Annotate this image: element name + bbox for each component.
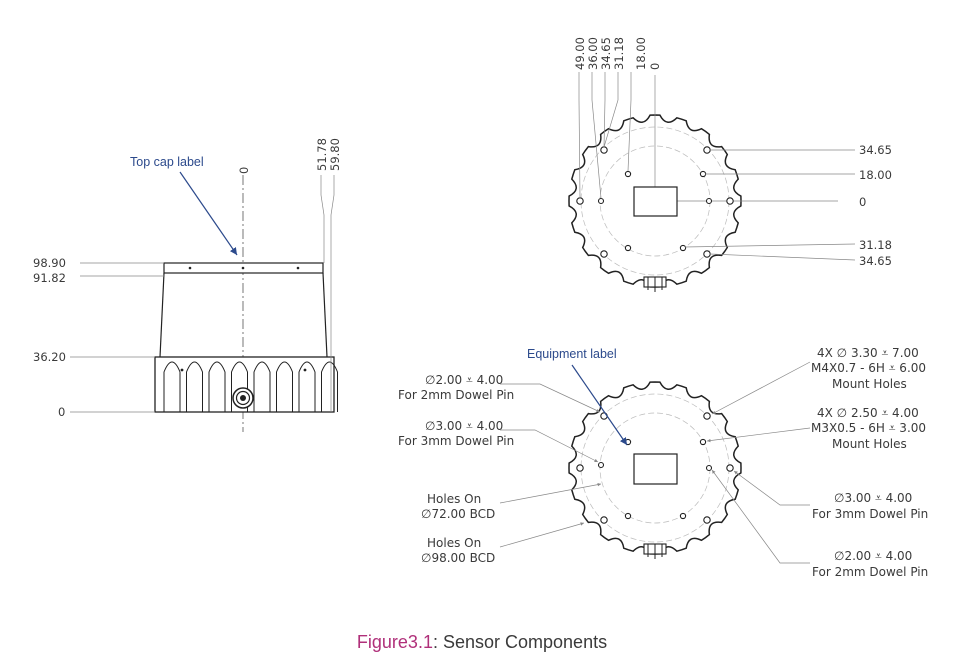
svg-text:For 2mm Dowel Pin: For 2mm Dowel Pin: [812, 565, 928, 579]
dim-0-v: 0: [58, 405, 65, 419]
left-note-2: ∅3.00 ⩡ 4.00 For 3mm Dowel Pin: [398, 419, 514, 448]
top-view: 49.00 36.00 34.65 31.18 18.00 0 34.65 18…: [568, 37, 892, 292]
svg-text:Mount Holes: Mount Holes: [832, 437, 907, 451]
side-view: 98.90 91.82 36.20 0 0 51.78 59.80 Top ca…: [33, 138, 342, 432]
top-cap-label: Top cap label: [130, 155, 204, 169]
svg-text:∅72.00 BCD: ∅72.00 BCD: [421, 507, 495, 521]
figure-number: Figure3.1: [356, 632, 433, 652]
svg-text:Mount Holes: Mount Holes: [832, 377, 907, 391]
figure-title: Sensor Components: [442, 632, 608, 652]
svg-text:Holes On: Holes On: [427, 492, 481, 506]
left-note-3: Holes On ∅72.00 BCD: [421, 492, 495, 521]
svg-text:∅3.00 ⩡ 4.00: ∅3.00 ⩡ 4.00: [425, 419, 503, 433]
right-note-1: 4X ∅ 3.30 ⩡ 7.00 M4X0.7 - 6H ⩡ 6.00 Moun…: [811, 346, 926, 391]
dim-top-49-00: 49.00: [573, 37, 587, 70]
svg-text:Holes On: Holes On: [427, 536, 481, 550]
right-note-2: 4X ∅ 2.50 ⩡ 4.00 M3X0.5 - 6H ⩡ 3.00 Moun…: [811, 406, 926, 451]
dim-right-18-00: 18.00: [859, 168, 892, 182]
svg-text:M3X0.5 - 6H ⩡ 3.00: M3X0.5 - 6H ⩡ 3.00: [811, 421, 926, 435]
caption-separator: :: [432, 632, 438, 652]
dim-51-78: 51.78: [315, 138, 329, 171]
svg-text:M4X0.7 - 6H ⩡ 6.00: M4X0.7 - 6H ⩡ 6.00: [811, 361, 926, 375]
left-note-4: Holes On ∅98.00 BCD: [421, 536, 495, 565]
figure-caption: Figure3.1: Sensor Components: [0, 632, 964, 653]
svg-text:For 3mm Dowel Pin: For 3mm Dowel Pin: [812, 507, 928, 521]
dim-top-31-18: 31.18: [612, 37, 626, 70]
right-note-3: ∅3.00 ⩡ 4.00 For 3mm Dowel Pin: [812, 491, 928, 521]
svg-text:∅2.00 ⩡ 4.00: ∅2.00 ⩡ 4.00: [834, 549, 912, 563]
left-note-1: ∅2.00 ⩡ 4.00 For 2mm Dowel Pin: [398, 373, 514, 402]
bottom-view: Equipment label ∅2.00 ⩡ 4.00 For 2mm Dow…: [398, 346, 928, 579]
svg-text:∅98.00 BCD: ∅98.00 BCD: [421, 551, 495, 565]
dim-right-34-65-a: 34.65: [859, 143, 892, 157]
svg-text:4X ∅ 3.30 ⩡ 7.00: 4X ∅ 3.30 ⩡ 7.00: [817, 346, 919, 360]
dim-98-90: 98.90: [33, 256, 66, 270]
dim-top-34-65: 34.65: [599, 37, 613, 70]
dim-top-18-00: 18.00: [634, 37, 648, 70]
svg-text:∅2.00 ⩡ 4.00: ∅2.00 ⩡ 4.00: [425, 373, 503, 387]
svg-text:4X ∅ 2.50 ⩡ 4.00: 4X ∅ 2.50 ⩡ 4.00: [817, 406, 919, 420]
dim-91-82: 91.82: [33, 271, 66, 285]
equipment-label: Equipment label: [527, 347, 617, 361]
dim-right-0: 0: [859, 195, 866, 209]
dim-right-31-18: 31.18: [859, 238, 892, 252]
right-note-4: ∅2.00 ⩡ 4.00 For 2mm Dowel Pin: [812, 549, 928, 579]
dim-top-36-00: 36.00: [586, 37, 600, 70]
bottom-holes: [576, 412, 734, 524]
dim-59-80: 59.80: [328, 138, 342, 171]
dim-right-34-65-b: 34.65: [859, 254, 892, 268]
svg-text:∅3.00 ⩡ 4.00: ∅3.00 ⩡ 4.00: [834, 491, 912, 505]
dim-top-0: 0: [648, 63, 662, 70]
top-holes: [576, 146, 734, 258]
dim-36-20: 36.20: [33, 350, 66, 364]
svg-text:For 3mm Dowel Pin: For 3mm Dowel Pin: [398, 434, 514, 448]
dim-0-h: 0: [237, 167, 251, 174]
svg-text:For 2mm Dowel Pin: For 2mm Dowel Pin: [398, 388, 514, 402]
